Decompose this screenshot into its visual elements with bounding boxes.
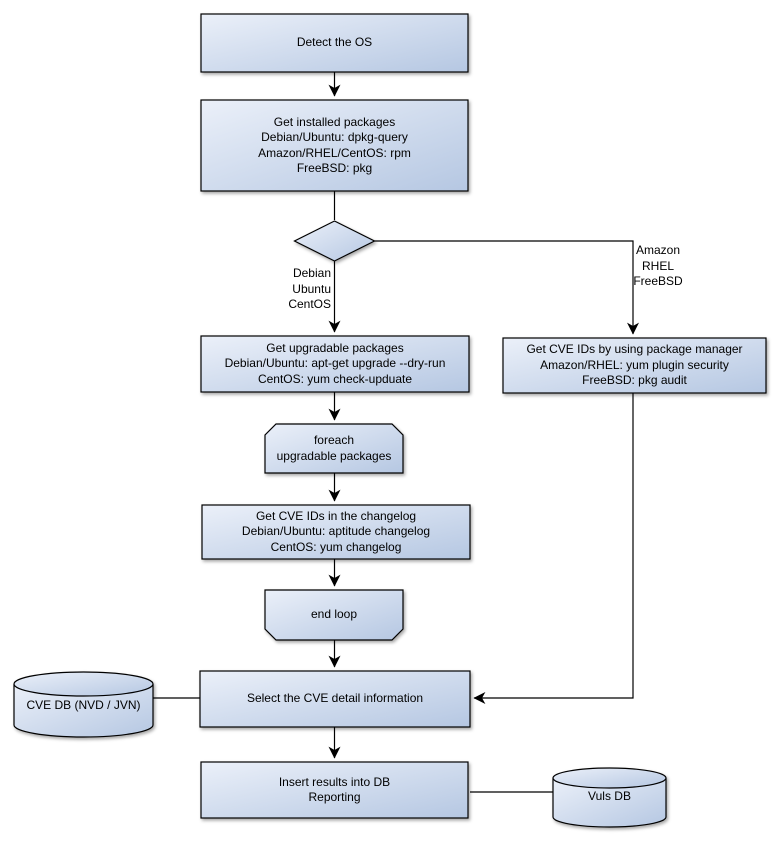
detect-os-shape bbox=[200, 13, 469, 73]
insert-results-shape bbox=[200, 761, 469, 819]
connector-decision-to-pkg-manager bbox=[374, 240, 639, 335]
get-upgradable-packages-shape bbox=[200, 335, 470, 393]
get-cve-ids-pkg-manager-shape bbox=[502, 337, 767, 394]
cve-db-cylinder-body bbox=[13, 684, 154, 738]
connector-pkg-manager-to-select bbox=[473, 393, 634, 704]
get-installed-packages-shape bbox=[200, 99, 469, 192]
foreach-loop-shape bbox=[264, 423, 404, 474]
end-loop-shape bbox=[264, 589, 404, 641]
cve-db-cylinder-top bbox=[13, 671, 154, 697]
select-cve-detail-shape bbox=[199, 670, 471, 728]
vuls-db-cylinder-top bbox=[552, 767, 667, 789]
get-cve-ids-changelog-shape bbox=[201, 504, 471, 560]
connectors bbox=[153, 72, 639, 793]
vuls-db-cylinder-body bbox=[552, 778, 667, 828]
os-decision-diamond bbox=[293, 220, 376, 262]
